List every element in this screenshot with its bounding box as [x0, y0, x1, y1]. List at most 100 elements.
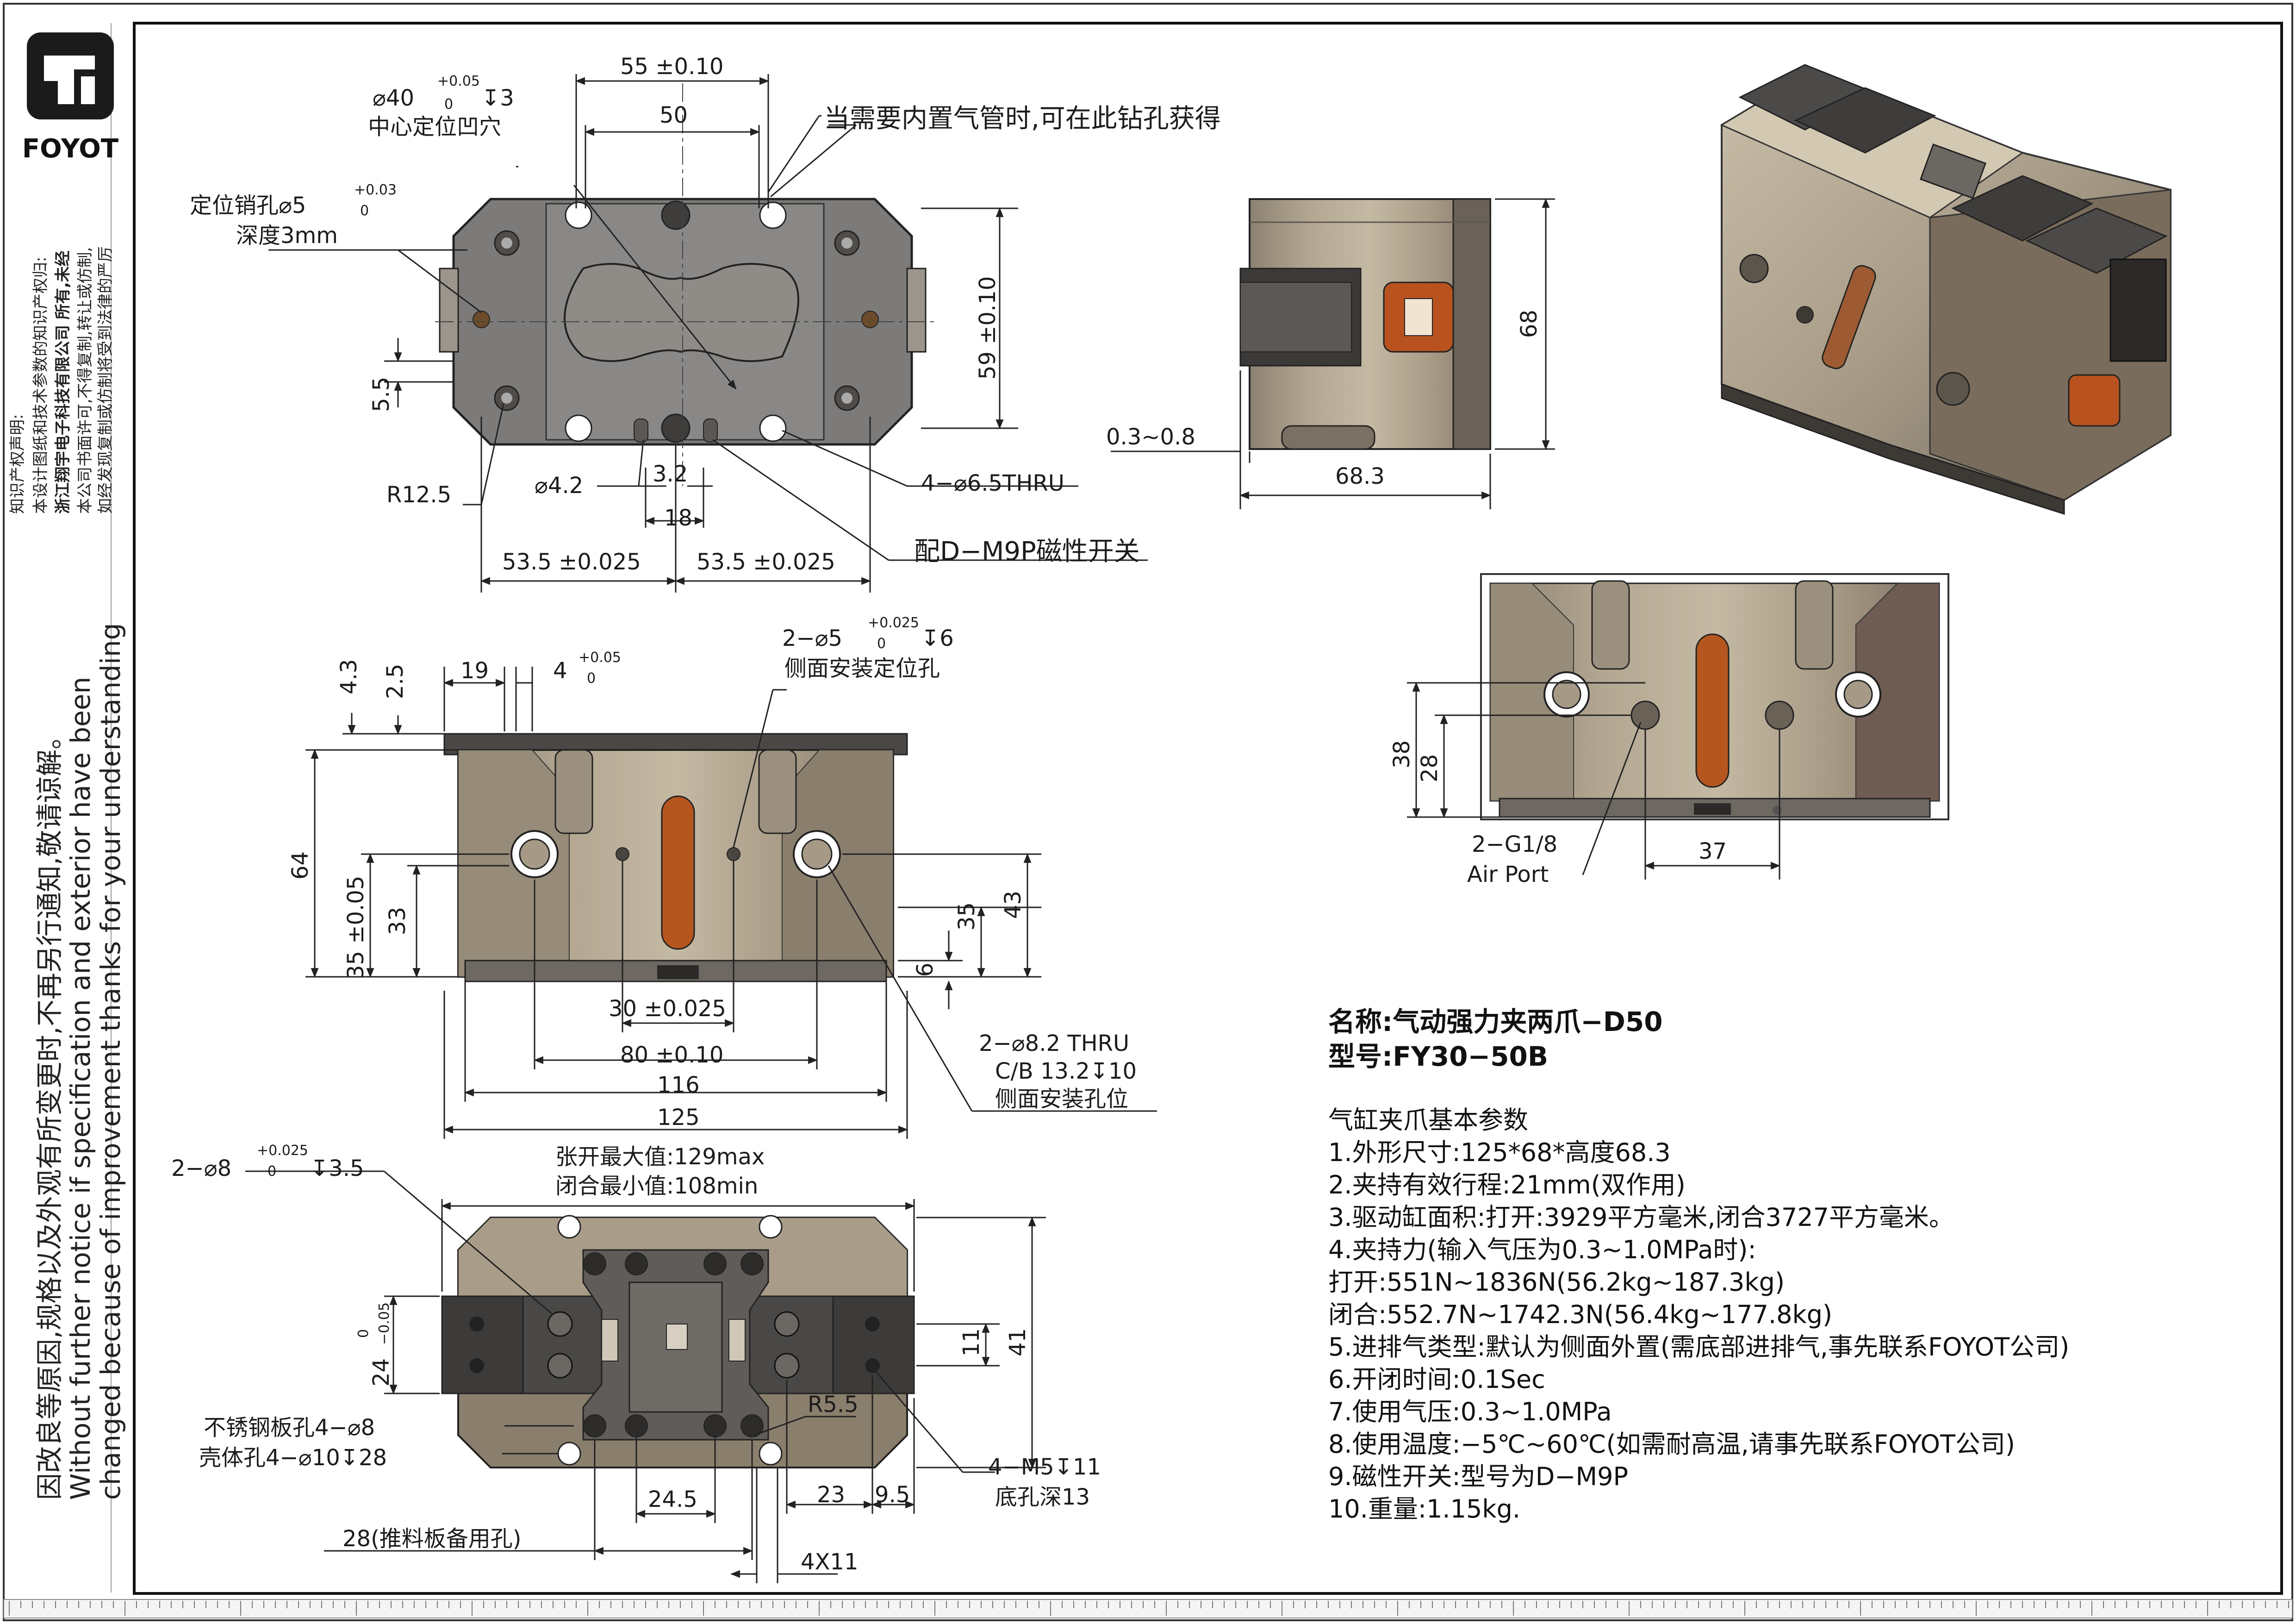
top-view — [435, 83, 935, 486]
iso-render — [1720, 64, 2172, 515]
dim-35-005: 35 ±0.05 — [343, 876, 369, 979]
dim-80: 80 ±0.10 — [620, 1042, 723, 1068]
dim-24-5: 24.5 — [648, 1487, 697, 1512]
dim-55: 55 ±0.10 — [620, 54, 723, 80]
port-2: Air Port — [1467, 862, 1549, 887]
spec-item-11: 9.磁性开关:型号为D−M9P — [1328, 1462, 1629, 1491]
pin-label: 侧面安装定位孔 — [784, 656, 940, 681]
dim-4: 4 — [553, 658, 567, 684]
dim-4x11: 4X11 — [801, 1549, 859, 1575]
center-hole-depth: ↧3 — [481, 85, 514, 111]
dim-33: 33 — [385, 907, 411, 935]
spec-item-6: 闭合:552.7N~1742.3N(56.4kg~177.8kg) — [1328, 1300, 1833, 1329]
open-max: 张开最大值:129max — [555, 1144, 765, 1170]
copyright-line-2: 本设计图纸和技术参数的知识产权归: — [31, 256, 50, 514]
copyright-line-5: 如经发现复制或仿制将受到法律的严厉 — [96, 246, 115, 514]
spec-item-3: 3.驱动缸面积:打开:3929平方毫米,闭合3727平方毫米。 — [1328, 1203, 1954, 1232]
bottom-view-labels: 张开最大值:129max 闭合最小值:108min 2−⌀8 +0.025 0 … — [171, 1143, 1101, 1575]
dim-64: 64 — [287, 851, 313, 880]
side-view-labels: 68 0.3~0.8 68.3 — [1106, 310, 1542, 489]
ruler-strip — [3, 1599, 2293, 1618]
dim-28-push: 28(推料板备用孔) — [342, 1526, 522, 1552]
dim-4-3: 4.3 — [336, 659, 362, 694]
top-view-cam-slot — [564, 263, 799, 362]
change-notice-cn: 因改良等原因,规格以及外观有所变更时,不再另行通知,敬请谅解。 — [34, 722, 65, 1500]
dim-68: 68 — [1516, 310, 1542, 338]
dim-thru: 4−⌀6.5THRU — [921, 470, 1064, 496]
close-min: 闭合最小值:108min — [555, 1173, 758, 1199]
dim-3-2: 3.2 — [653, 461, 688, 487]
ruler-ticks — [9, 1601, 2289, 1616]
dim-6: 6 — [912, 962, 938, 977]
dim-125: 125 — [657, 1105, 700, 1131]
top-view-labels: ⌀40 +0.05 0 ↧3 中心定位凹穴 定位销孔⌀5 +0.03 0 深度3… — [190, 54, 1221, 575]
bottom-view-dims — [245, 1170, 1046, 1583]
pin-hole-tol-low: 0 — [360, 203, 369, 219]
pin-tol-low: 0 — [877, 636, 886, 652]
copyright-line-4: 本公司书面许可,不得复制,转让或仿制, — [76, 247, 94, 514]
spec-model: 型号:FY30−50B — [1328, 1041, 1549, 1072]
m5-1: 4−M5↧11 — [988, 1454, 1101, 1480]
spec-heading: 气缸夹爪基本参数 — [1328, 1106, 1528, 1135]
pin-hole-main: 定位销孔⌀5 — [190, 193, 306, 219]
dim-0-3: 0.3~0.8 — [1106, 424, 1195, 450]
thru-3: 侧面安装孔位 — [995, 1086, 1128, 1112]
top-view-side-tab-left — [439, 268, 459, 353]
hole-tol-low: 0 — [268, 1163, 276, 1180]
center-hole-label: 中心定位凹穴 — [368, 114, 501, 140]
border-inner — [133, 22, 2283, 1595]
dim-53-5-left: 53.5 ±0.025 — [502, 549, 641, 575]
dim-24-tol-low: −0.05 — [376, 1302, 392, 1345]
dim-24: 24 — [368, 1358, 394, 1387]
brand-name: FOYOT — [22, 134, 118, 164]
copyright-line-1: 知识产权声明: — [8, 414, 27, 514]
dim-r5-5: R5.5 — [808, 1392, 859, 1418]
top-view-side-tab-right — [906, 268, 927, 353]
dim-24-tol-up: 0 — [355, 1329, 372, 1338]
plate-1: 不锈钢板孔4−⌀8 — [204, 1415, 375, 1441]
side-view — [1239, 198, 1491, 450]
dim-59: 59 ±0.10 — [975, 276, 1001, 380]
dim-53-5-right: 53.5 ±0.025 — [697, 549, 835, 575]
spec-item-4: 4.夹持力(输入气压为0.3~1.0MPa时): — [1328, 1235, 1756, 1264]
dim-43: 43 — [1000, 891, 1026, 919]
pin-hole-tol-up: +0.03 — [354, 182, 397, 198]
change-notice-en-1: Without further notice if specification … — [65, 676, 96, 1500]
foyot-logo: FOYOT — [22, 32, 118, 164]
spec-item-2: 2.夹持有效行程:21mm(双作用) — [1328, 1170, 1686, 1199]
front-view-dims — [305, 667, 1157, 1139]
center-hole-tol-up: +0.05 — [437, 73, 480, 89]
bottom-view — [441, 1215, 915, 1468]
hole-tol-up: +0.025 — [257, 1143, 308, 1159]
hole-main: 2−⌀8 — [171, 1156, 231, 1181]
spec-name: 名称:气动强力夹两爪−D50 — [1328, 1006, 1663, 1037]
border-outer — [3, 3, 2293, 1621]
dim-4-tol-low: 0 — [587, 670, 596, 687]
spec-item-12: 10.重量:1.15kg. — [1328, 1494, 1521, 1524]
thru-2: C/B 13.2↧10 — [995, 1058, 1137, 1084]
dim-68-3: 68.3 — [1335, 463, 1385, 489]
side-view-dims — [1111, 198, 1555, 509]
dim-phi4-2: ⌀4.2 — [535, 473, 583, 499]
dim-35-r: 35 — [954, 902, 980, 931]
thru-1: 2−⌀8.2 THRU — [979, 1031, 1129, 1056]
center-hole-main: ⌀40 — [373, 85, 414, 111]
pin-depth: ↧6 — [921, 625, 954, 651]
dim-19: 19 — [460, 658, 489, 684]
dim-9-5: 9.5 — [875, 1482, 910, 1508]
port-1: 2−G1/8 — [1472, 831, 1557, 857]
dim-4-tol-up: +0.05 — [579, 650, 621, 666]
pin-tol-up: +0.025 — [868, 615, 919, 631]
magnet-note: 配D−M9P磁性开关 — [914, 537, 1140, 567]
drill-note: 当需要内置气管时,可在此钻孔获得 — [824, 104, 1221, 134]
dim-30: 30 ±0.025 — [609, 996, 726, 1022]
spec-item-9: 7.使用气压:0.3~1.0MPa — [1328, 1397, 1612, 1426]
copyright-line-3: 浙江翔宇电子科技有限公司 所有,未经 — [54, 250, 72, 514]
center-hole-tol-low: 0 — [444, 96, 453, 112]
pin-main: 2−⌀5 — [782, 625, 842, 651]
m5-2: 底孔深13 — [995, 1484, 1090, 1510]
dim-50: 50 — [660, 102, 688, 128]
rear-view — [1480, 573, 1949, 820]
change-notice-en-2: changed because of improvement thanks fo… — [95, 623, 126, 1500]
